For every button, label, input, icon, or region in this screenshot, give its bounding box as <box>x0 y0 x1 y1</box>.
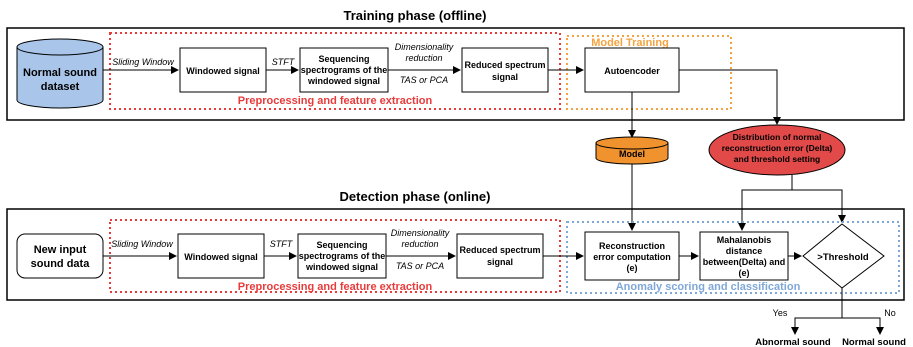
dataset-label-line1: Normal sound <box>23 67 97 79</box>
normal-sound-dataset-cylinder: Normal sound dataset <box>16 38 104 109</box>
detection-phase-frame <box>6 208 905 301</box>
detection-sequencing-line3: windowed signal <box>305 262 378 272</box>
detection-sequencing-box <box>297 233 387 279</box>
training-phase-frame <box>6 27 905 121</box>
training-preproc-box <box>109 32 561 110</box>
new-input-line1: New input <box>34 244 87 256</box>
reconstruction-line1: Reconstruction <box>599 241 665 251</box>
distribution-line2: reconstruction error (Delta) <box>722 143 833 153</box>
detection-windowed-signal-box <box>177 233 265 279</box>
no-label: No <box>884 308 896 318</box>
detection-sequencing-line2: spectrograms of the <box>299 251 386 261</box>
detection-dimred-line2: reduction <box>401 239 438 249</box>
detection-phase-title: Detection phase (online) <box>340 189 491 204</box>
training-stft-label: STFT <box>272 57 296 67</box>
training-tas-pca-label: TAS or PCA <box>400 75 448 85</box>
arrow-no-normal <box>842 317 884 335</box>
training-reduced-line1: Reduced spectrum <box>464 60 545 70</box>
mahalanobis-box <box>699 231 789 281</box>
new-input-sound-box <box>16 233 104 279</box>
abnormal-sound-label: Abnormal sound <box>755 337 831 347</box>
dataset-label-line2: dataset <box>41 81 80 93</box>
distribution-line3: and threshold setting <box>734 154 820 164</box>
model-training-label: Model Training <box>591 37 669 49</box>
model-training-box <box>566 35 732 110</box>
detection-stft-label: STFT <box>270 239 294 249</box>
autoencoder-label: Autoencoder <box>604 66 660 76</box>
detection-sliding-window-label: Sliding Window <box>111 239 173 249</box>
mahalanobis-line4: (e) <box>739 268 750 278</box>
detection-dimred-line1: Dimensionality <box>391 228 450 238</box>
training-dimred-line1: Dimensionality <box>395 42 454 52</box>
distribution-threshold-ellipse: Distribution of normal reconstruction er… <box>708 124 846 176</box>
arrow-autoencoder-to-distribution <box>679 69 781 125</box>
detection-tas-pca-label: TAS or PCA <box>396 261 444 271</box>
yes-label: Yes <box>773 308 788 318</box>
arrow-yes-abnormal <box>791 317 842 335</box>
normal-sound-label: Normal sound <box>842 337 906 347</box>
arrow-distribution-to-threshold <box>792 189 846 223</box>
distribution-line1: Distribution of normal <box>733 132 822 142</box>
model-label: Model <box>619 149 645 159</box>
new-input-line2: sound data <box>31 258 91 270</box>
anomaly-scoring-box <box>566 221 900 294</box>
training-sequencing-line3: windowed signal <box>307 76 380 86</box>
arrow-distribution-to-mahalanobis <box>738 189 792 231</box>
training-preproc-label: Preprocessing and feature extraction <box>238 95 433 107</box>
training-sequencing-line2: spectrograms of the <box>301 65 388 75</box>
training-phase-title: Training phase (offline) <box>343 8 486 23</box>
reconstruction-error-box <box>584 231 680 281</box>
detection-reduced-spectrum-box <box>456 233 544 279</box>
training-sliding-window-label: Sliding Window <box>112 57 174 67</box>
training-dimred-line2: reduction <box>405 53 442 63</box>
reconstruction-line2: error computation <box>593 252 671 262</box>
training-reduced-spectrum-box <box>461 47 549 93</box>
anomaly-scoring-label: Anomaly scoring and classification <box>616 281 801 293</box>
detection-reduced-line1: Reduced spectrum <box>459 245 540 255</box>
detection-sequencing-line1: Sequencing <box>316 240 367 250</box>
mahalanobis-line1: Mahalanobis <box>717 235 772 245</box>
mahalanobis-line2: distance <box>726 246 763 256</box>
detection-preproc-label: Preprocessing and feature extraction <box>238 281 433 293</box>
threshold-label: >Threshold <box>817 252 869 263</box>
training-reduced-line2: signal <box>492 72 518 82</box>
reconstruction-line3: (e) <box>627 263 638 273</box>
detection-windowed-signal-label: Windowed signal <box>184 252 257 262</box>
training-windowed-signal-label: Windowed signal <box>186 66 259 76</box>
detection-reduced-line2: signal <box>487 257 513 267</box>
training-sequencing-line1: Sequencing <box>318 54 369 64</box>
mahalanobis-line3: between(Delta) and <box>703 257 786 267</box>
model-cylinder: Model <box>595 136 669 165</box>
training-windowed-signal-box <box>179 47 267 93</box>
